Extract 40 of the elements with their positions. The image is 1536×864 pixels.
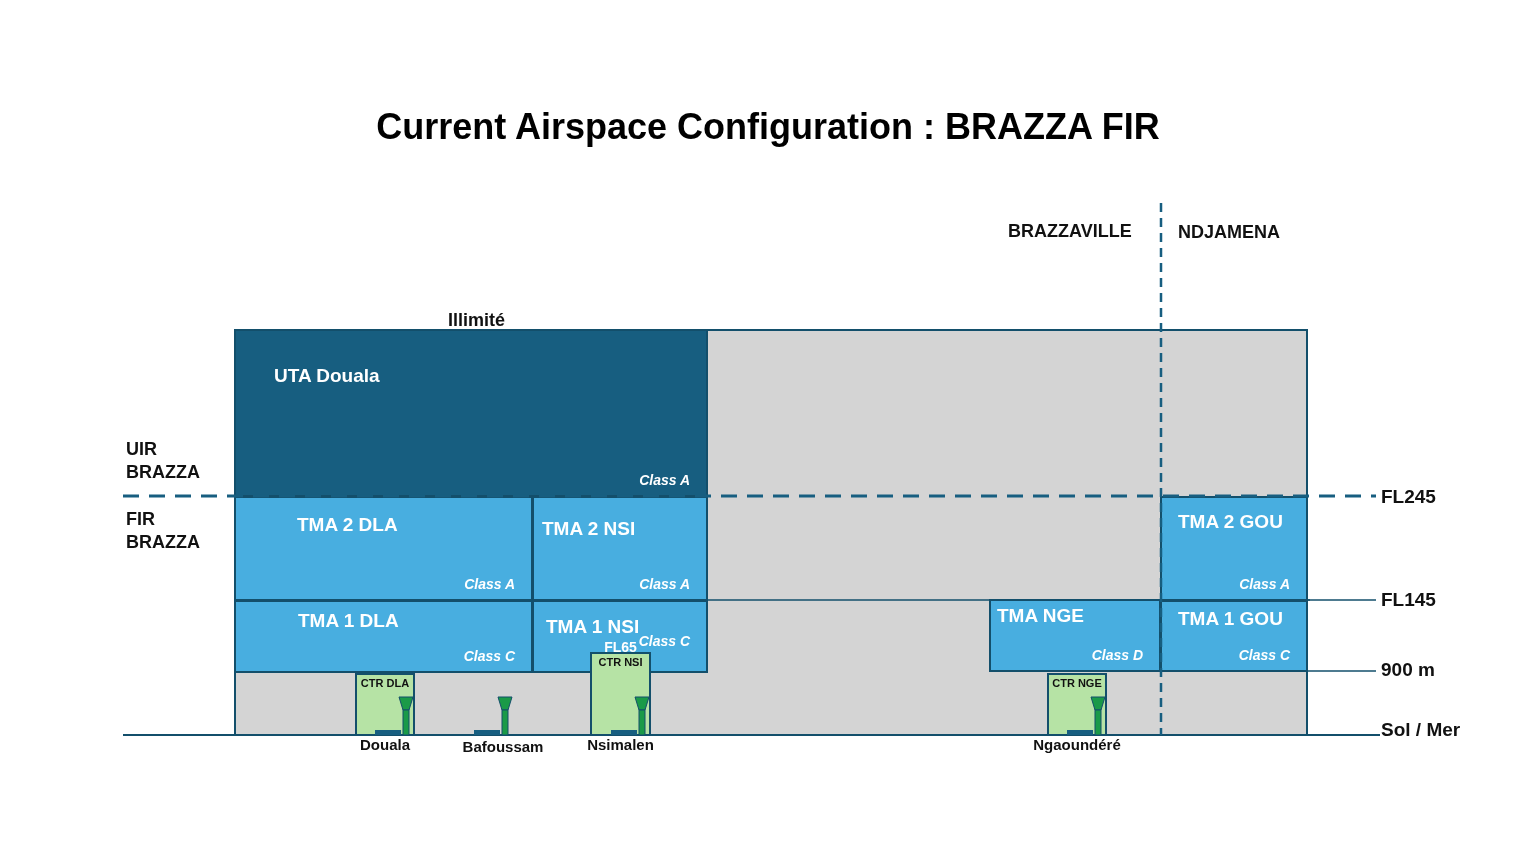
ceiling-level: Illimité [448, 310, 505, 331]
boundary-label: Sol / Mer [1381, 718, 1461, 742]
boundary-label: BRAZZAVILLE [1008, 220, 1132, 243]
airport-name: Douala [359, 736, 411, 753]
airspace-class: Class A [639, 472, 690, 488]
airspace-class: Class C [1238, 647, 1290, 663]
zone-name: CTR DLA [359, 677, 411, 689]
boundary-label: FIR BRAZZA [126, 508, 201, 555]
terminal-area-box [532, 600, 708, 673]
zone-name: TMA 2 GOU [1178, 511, 1283, 533]
zone-name: TMA 1 GOU [1178, 608, 1283, 630]
zone-name: CTR NGE [1051, 677, 1103, 689]
airport-name: Bafoussam [461, 737, 545, 757]
terminal-area-box [1160, 600, 1308, 672]
zone-name: TMA 2 DLA [297, 514, 398, 536]
zone-name: CTR NSI [597, 656, 644, 668]
zone-name: TMA 2 NSI [542, 518, 636, 540]
boundary-label: FL145 [1381, 588, 1436, 612]
boundary-label: UIR BRAZZA [126, 438, 201, 485]
boundary-label: NDJAMENA [1178, 221, 1280, 244]
airspace-class: Class C [638, 633, 690, 649]
terminal-area-box [234, 600, 533, 673]
terminal-area-box [989, 599, 1161, 672]
zone-name: TMA 1 DLA [298, 610, 399, 632]
airspace-class: Class C [463, 648, 515, 664]
diagram-title: Current Airspace Configuration : BRAZZA FIR [375, 106, 1161, 148]
airspace-class: Class A [1239, 576, 1290, 592]
boundary-label: FL245 [1381, 485, 1436, 509]
boundary-label: 900 m [1381, 658, 1435, 682]
terminal-area-box [1160, 496, 1308, 601]
terminal-area-box [532, 496, 708, 601]
zone-name: TMA 1 NSI [546, 616, 640, 637]
airspace-class: Class A [639, 576, 690, 592]
zone-name: TMA NGE [997, 605, 1084, 627]
airport-name: Ngaoundéré [1032, 736, 1122, 753]
airport-name: Nsimalen [586, 736, 655, 753]
terminal-area-box [234, 496, 533, 601]
airspace-class: Class D [1091, 647, 1143, 663]
airspace-class: Class A [464, 576, 515, 592]
zone-name: UTA Douala [274, 365, 380, 387]
